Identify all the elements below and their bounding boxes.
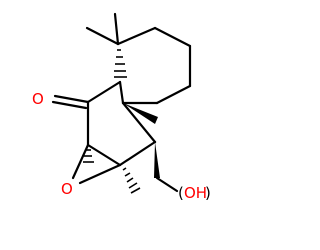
bond-c4-c5: [116, 26, 157, 46]
hashed-wedge-c3-methyl: [122, 167, 141, 194]
bond-c3-o-epoxide: [78, 163, 122, 185]
bond-c7-c8: [155, 84, 192, 105]
hashed-wedge-c4-c4a: [114, 49, 127, 78]
hydroxyl-paren-open: (: [178, 184, 184, 202]
structure-canvas: O O ( OH ): [32, 12, 211, 202]
epoxide-oxygen-label: O: [61, 180, 73, 198]
hydroxyl-label: OH: [184, 184, 207, 202]
bond-c1-o-double-a: [53, 94, 90, 104]
wedge-c4-ch2oh: [154, 142, 160, 178]
bond-c4a-c1: [86, 80, 122, 104]
bond-c2-c3: [86, 143, 122, 167]
bond-c4-methyl-top: [113, 12, 120, 46]
molecule-structure: O O ( OH ): [32, 12, 211, 202]
bond-c5-c6: [153, 26, 192, 48]
bond-c4a-c8a: [118, 80, 125, 105]
hashed-wedge-c2: [83, 149, 94, 163]
bond-c2-o-epoxide: [71, 143, 90, 180]
wedge-c8a-methyl: [123, 103, 158, 124]
hydroxyl-paren-close: ): [205, 184, 211, 202]
bond-c3-c4-ring: [118, 140, 157, 167]
bond-ch2-oh: [155, 176, 179, 193]
bond-c4-methyl-left: [85, 26, 120, 46]
ketone-oxygen-label: O: [32, 90, 44, 108]
bond-c1-o-double-b: [51, 100, 88, 110]
bond-c4-c8a: [121, 101, 157, 144]
